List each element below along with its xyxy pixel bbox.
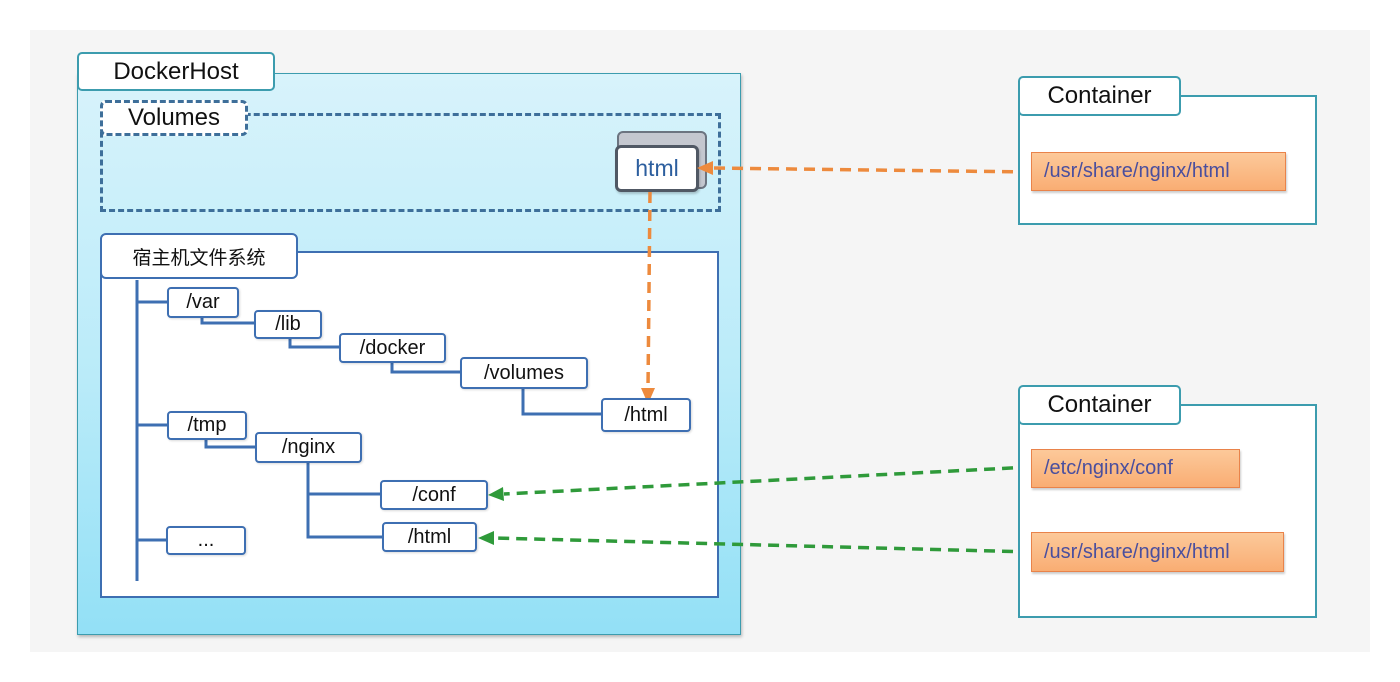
dir-more: ... — [166, 526, 246, 555]
dir-tmp-nginx-html: /html — [382, 522, 477, 552]
tree-lines — [135, 280, 601, 581]
host-fs-title: 宿主机文件系统 — [100, 233, 298, 279]
arrowhead-html — [478, 531, 494, 545]
container-2-path-conf: /etc/nginx/conf — [1031, 449, 1240, 488]
container-1-path-html: /usr/share/nginx/html — [1031, 152, 1286, 191]
dir-lib: /lib — [254, 310, 322, 339]
volumes-panel — [100, 113, 721, 212]
container2-conf-link — [503, 465, 1032, 496]
volume-folder-html: html — [615, 145, 699, 192]
tree-link-nginx-conf — [306, 462, 380, 496]
bind-arrowheads — [478, 487, 504, 545]
container-2-panel — [1018, 404, 1317, 618]
container-2-title: Container — [1018, 385, 1181, 425]
tree-link-volumes-html — [521, 386, 601, 416]
tree-link-nginx-html — [306, 494, 382, 539]
container1-to-volume-link — [711, 166, 1032, 174]
dir-nginx: /nginx — [255, 432, 362, 463]
tree-link-docker-volumes — [390, 360, 460, 374]
arrowhead-conf — [488, 487, 504, 501]
bind-links — [493, 465, 1032, 554]
volumes-title: Volumes — [100, 100, 248, 136]
arrowhead-host-html — [641, 388, 655, 404]
dir-tmp: /tmp — [167, 411, 247, 440]
tree-link-tmp-nginx — [204, 437, 255, 449]
container-1-title: Container — [1018, 76, 1181, 116]
dir-docker: /docker — [339, 333, 446, 363]
volume-arrowheads — [641, 161, 713, 404]
docker-host-title: DockerHost — [77, 52, 275, 91]
arrowhead-volume-folder — [697, 161, 713, 175]
volume-links — [646, 166, 1032, 389]
dir-volumes-html: /html — [601, 398, 691, 432]
dir-volumes: /volumes — [460, 357, 588, 389]
container2-html-link — [493, 536, 1032, 554]
volume-folder-label: html — [635, 155, 679, 181]
tree-link-lib-docker — [288, 336, 339, 349]
dir-conf: /conf — [380, 480, 488, 510]
container-2-path-html: /usr/share/nginx/html — [1031, 532, 1284, 572]
volume-to-host-html-link — [646, 191, 652, 389]
dir-var: /var — [167, 287, 239, 318]
